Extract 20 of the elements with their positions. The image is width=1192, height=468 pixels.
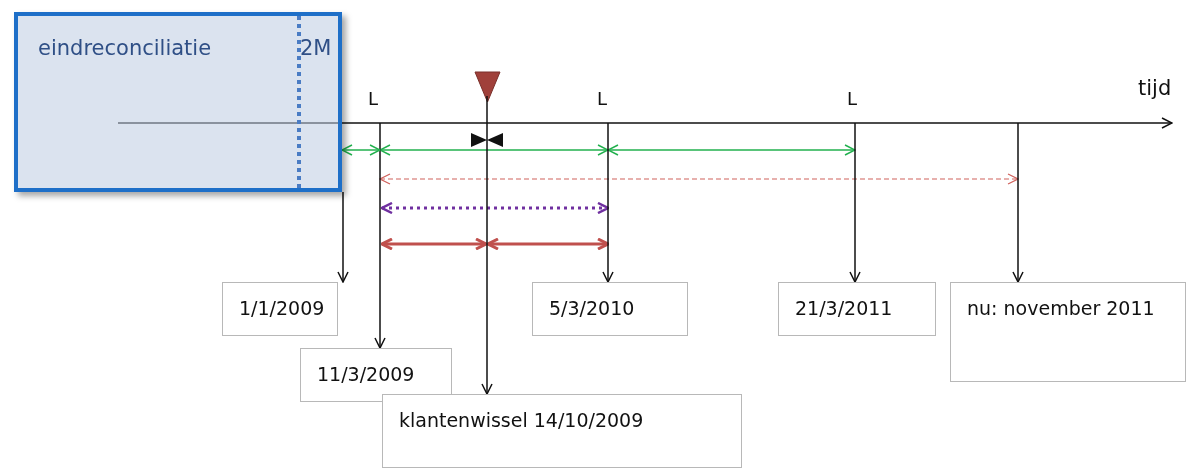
arrow — [374, 122, 386, 349]
arrow — [341, 144, 381, 156]
arrow — [602, 122, 614, 283]
tick-label: L — [597, 88, 608, 109]
period-box — [14, 12, 342, 192]
arrow — [849, 122, 861, 283]
arrow — [1012, 122, 1024, 283]
arrow — [481, 95, 493, 395]
period-label: eindreconciliatie — [38, 36, 212, 60]
tick-label: L — [368, 88, 379, 109]
date-box: nu: november 2011 — [950, 282, 1186, 382]
arrow — [337, 191, 349, 283]
date-box: klantenwissel 14/10/2009 — [382, 394, 742, 468]
duration-label: 2M — [300, 36, 332, 60]
tick-label: L — [847, 88, 858, 109]
axis-label: tijd — [1138, 76, 1172, 100]
date-box: 21/3/2011 — [778, 282, 936, 336]
date-box: 1/1/2009 — [222, 282, 338, 336]
date-box: 5/3/2010 — [532, 282, 688, 336]
date-box: 11/3/2009 — [300, 348, 452, 402]
